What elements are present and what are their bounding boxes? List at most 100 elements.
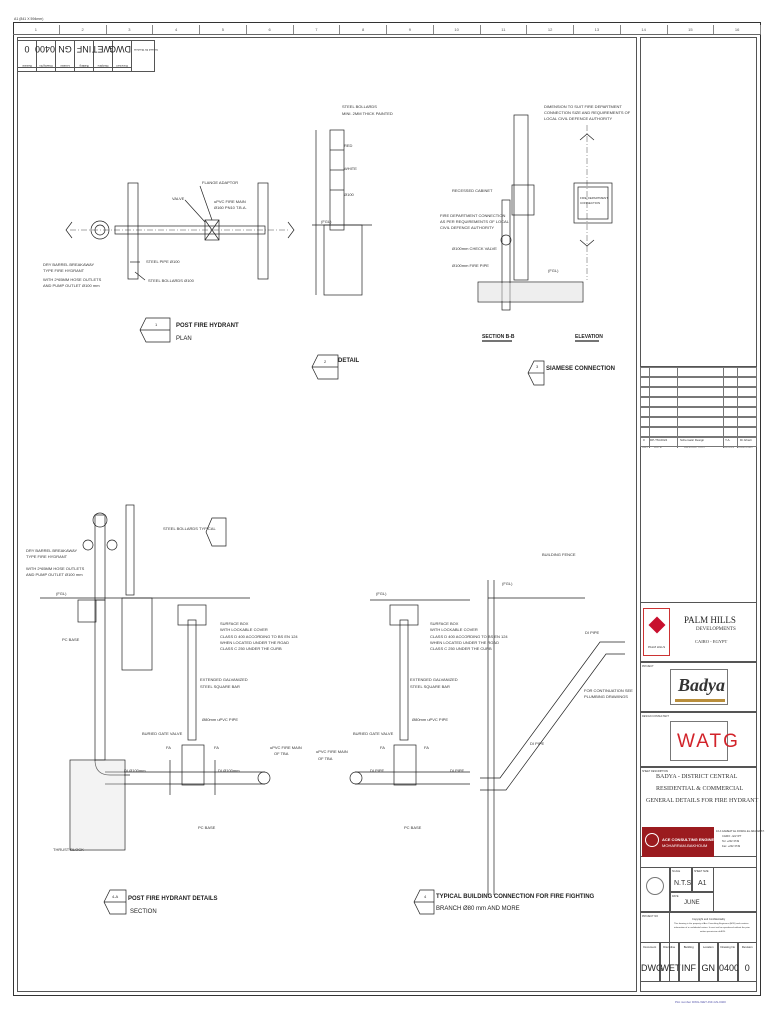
revision-row <box>640 407 757 418</box>
bld-fence-label: BUILDING FENCE <box>542 552 576 557</box>
tag-3-shape <box>527 360 545 386</box>
revision-col-line <box>649 418 650 428</box>
tag-4a-number: 4-A <box>112 894 119 899</box>
bld-gate-valve <box>393 744 417 786</box>
bld-cont2: PLUMBING DRAWINGS <box>584 694 628 699</box>
sec-surface3: CLASS D 400 ACCORDING TO BS EN 124 <box>220 634 298 639</box>
revision-col-line <box>737 408 738 418</box>
sheet-title-3: GENERAL DETAILS FOR FIRE HYDRANT <box>646 798 759 804</box>
sec-gate: BURIED GATE VALVE <box>142 731 183 736</box>
siamese-fire1: FIRE DEPARTMENT <box>580 196 609 200</box>
project-label: PROJECT <box>642 665 654 668</box>
sheet-frame <box>13 22 761 996</box>
sheet-title-1: BADYA - DISTRICT CENTRAL <box>656 774 738 780</box>
revision-col-line <box>677 418 678 428</box>
revision-col-line <box>737 428 738 438</box>
title-block: 0 DP-TM-0024 Schematic Design Y.A. Dr.Gh… <box>640 37 765 992</box>
size-cell <box>692 867 714 892</box>
plan-bollards: STEEL BOLLARDS Ø100 <box>148 278 194 283</box>
plan-dry3: WITH 2*65MM HOSE OUTLETS <box>43 277 102 282</box>
badya-logo-strip <box>675 699 725 702</box>
plan-bollard-right <box>257 182 269 280</box>
plan-hydrant <box>90 220 110 240</box>
ace-logo-block: ACE CONSULTING ENGINEERS MOHARRAM-BAKHOU… <box>642 827 722 857</box>
ruler-column: 11 <box>481 25 528 34</box>
siamese-dim3: LOCAL CIVIL DEFENCE AUTHORITY <box>544 116 613 121</box>
footer-code-label: Document <box>643 945 657 949</box>
sec-upvcmain2: OF TBA <box>274 751 289 756</box>
sec-thrust-block <box>69 759 126 851</box>
sec-riser <box>94 599 106 761</box>
notes-area <box>640 37 757 367</box>
plan-dry4: AND PUMP OUTLET Ø100 mm <box>43 283 100 288</box>
detail-ffl: (FGL) <box>321 219 332 224</box>
tag-1-shape <box>139 317 171 343</box>
sec-elbow <box>94 759 130 776</box>
bottom-note: Plot number DWG-WET-INF-GN-0400 <box>675 1000 726 1004</box>
size-label: SHEET SIZE <box>694 870 709 873</box>
view1-title: POST FIRE HYDRANT <box>176 323 239 329</box>
revision-col-line <box>649 368 650 378</box>
project-box <box>640 662 757 712</box>
ace-addr3: Tel: +202 3749 <box>722 840 740 843</box>
bld-surface1: SURFACE BOX <box>430 621 459 626</box>
bld-di2: DI PIPE <box>530 741 545 746</box>
revision-col-line <box>649 378 650 388</box>
ace-addr1: 16 A GAMEAT EL DOWAL EL ARABIA ST. <box>716 830 765 833</box>
sec-ffl: (FGL) <box>56 591 67 596</box>
copyright-3: information of a confidential nature. It… <box>674 927 750 929</box>
siamese-dim1: DIMENSION TO SUIT FIRE DEPARTMENT <box>544 104 622 109</box>
siamese-dim2: CONNECTION SIZE AND REQUIREMENTS OF <box>544 110 631 115</box>
copyright-1: Copyright and Confidentiality <box>692 918 726 921</box>
sec-dry1: DRY BARREL BREAKAWAY <box>26 548 78 553</box>
bld-ext2: STEEL SQUARE BAR <box>410 684 450 689</box>
ruler-column: 14 <box>621 25 668 34</box>
bld-fa2: FA <box>424 745 429 750</box>
rev-h-desc: DESCRIPTION <box>684 445 705 449</box>
scale-value: N.T.S <box>674 880 692 887</box>
ace-addr4: Fax: +202 3749 <box>722 845 741 848</box>
sec-pcbase: PC BASE <box>62 637 80 642</box>
sec-hose-l <box>82 539 94 551</box>
badya-logo-box: Badya <box>670 669 728 705</box>
bld-surface5: CLASS C 250 UNDER THE CURB <box>430 646 492 651</box>
siamese-marker-bot <box>579 239 595 247</box>
sec-upvcmain: uPVC FIRE MAIN <box>270 745 302 750</box>
ace-emblem <box>645 833 659 847</box>
footer-code-value: 0 <box>744 963 750 973</box>
view4a-subtitle: SECTION <box>130 909 157 915</box>
tag-ref-2 <box>205 517 227 547</box>
sec-hydrant-cap <box>92 512 108 528</box>
bld-pcbase: PC BASE <box>404 825 422 830</box>
siamese-slab-fill <box>479 283 582 301</box>
plan-pipe <box>114 225 266 235</box>
copyright-2: This drawing is the property of Ace Cons… <box>674 923 749 925</box>
plan-section-marker-left <box>65 221 73 239</box>
client-box <box>640 602 757 662</box>
revision-row <box>640 417 757 428</box>
siamese-elevation: ELEVATION <box>575 334 603 340</box>
footer-code-value: GN <box>701 963 716 973</box>
client-sub: DEVELOPMENTS <box>696 627 736 632</box>
sec-pcbase2: PC BASE <box>198 825 216 830</box>
sec-thrust: THRUST BLOCK <box>53 847 84 852</box>
north-cell <box>640 867 670 912</box>
revision-col-line <box>737 368 738 378</box>
revision-row <box>640 377 757 388</box>
ruler-column: 5 <box>200 25 247 34</box>
sec-hose-r <box>106 539 118 551</box>
siamese-pipe <box>501 199 511 311</box>
revision-col-line <box>649 388 650 398</box>
siamese-fdc3: CIVIL DEFENCE AUTHORITY <box>440 225 495 230</box>
stamp-label: PROJECT NO <box>642 915 659 918</box>
plan-dry1: DRY BARREL BREAKAWAY <box>43 262 95 267</box>
watg-logo: WATG <box>677 731 740 752</box>
sec-dry2: TYPE FIRE HYDRANT <box>26 554 68 559</box>
bld-di4: DI PIPE <box>370 768 385 773</box>
